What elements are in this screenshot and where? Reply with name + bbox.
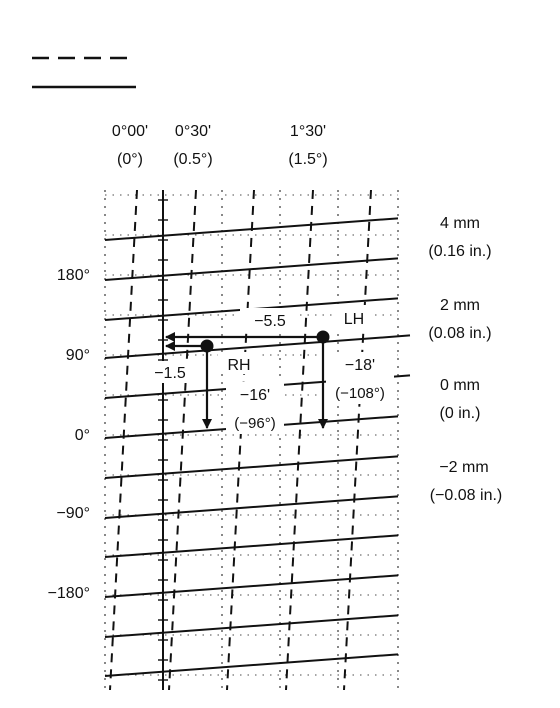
grid-dashed-slant-4 bbox=[343, 189, 372, 691]
lh-drop-min: −18' bbox=[345, 357, 375, 374]
lh-point bbox=[316, 330, 330, 344]
grid-solid-slant-11 bbox=[104, 653, 399, 677]
left-label-90: 90° bbox=[66, 347, 90, 364]
rh-drop-deg: (−96°) bbox=[234, 415, 275, 432]
grid-solid-slant-9 bbox=[104, 574, 399, 598]
right-label-4mm-in: (0.16 in.) bbox=[428, 243, 491, 260]
chart-grid bbox=[104, 189, 411, 691]
top-labels: 0°00' (0°) 0°30' (0.5°) 1°30' (1.5°) bbox=[112, 123, 328, 168]
grid-dashed-slant-3 bbox=[285, 189, 314, 691]
top-label-15-secondary: (1.5°) bbox=[288, 151, 327, 168]
grid-dashed-slant-1 bbox=[168, 189, 197, 691]
rh-point bbox=[200, 339, 214, 353]
grid-solid-slant-7 bbox=[104, 495, 399, 519]
top-label-0-secondary: (0°) bbox=[117, 151, 143, 168]
legend bbox=[32, 56, 136, 89]
top-label-05-secondary: (0.5°) bbox=[173, 151, 212, 168]
lh-drop-deg: (−108°) bbox=[335, 385, 385, 402]
grid-solid-slant-1 bbox=[104, 257, 399, 281]
right-label-m2mm-in: (−0.08 in.) bbox=[430, 487, 502, 504]
right-label-4mm: 4 mm bbox=[440, 215, 480, 232]
right-label-m2mm: −2 mm bbox=[439, 459, 488, 476]
top-label-0-primary: 0°00' bbox=[112, 123, 148, 140]
rh-drop-min: −16' bbox=[240, 387, 270, 404]
small-arrow-value: −1.5 bbox=[154, 365, 186, 382]
rh-label: RH bbox=[227, 357, 250, 374]
right-labels: 4 mm (0.16 in.) 2 mm (0.08 in.) 0 mm (0 … bbox=[428, 215, 502, 504]
left-label-180: 180° bbox=[57, 267, 90, 284]
left-label-m180: −180° bbox=[48, 585, 90, 602]
right-label-0mm-in: (0 in.) bbox=[440, 405, 481, 422]
top-label-15-primary: 1°30' bbox=[290, 123, 326, 140]
lh-label: LH bbox=[344, 311, 364, 328]
annotations: −5.5 LH RH −1.5 −16' (−96°) −18' (−108°) bbox=[146, 305, 394, 434]
right-label-0mm: 0 mm bbox=[440, 377, 480, 394]
grid-solid-slant-6 bbox=[104, 455, 399, 479]
top-label-05-primary: 0°30' bbox=[175, 123, 211, 140]
right-label-2mm: 2 mm bbox=[440, 297, 480, 314]
left-label-0: 0° bbox=[75, 427, 90, 444]
grid-dashed-slant-2 bbox=[226, 189, 255, 691]
grid-solid-slant-3 bbox=[104, 334, 411, 359]
right-label-2mm-in: (0.08 in.) bbox=[428, 325, 491, 342]
left-label-m90: −90° bbox=[56, 505, 90, 522]
left-labels: 180° 90° 0° −90° −180° bbox=[48, 267, 90, 602]
h-arrow-value: −5.5 bbox=[254, 313, 286, 330]
grid-dashed-slant-0 bbox=[109, 189, 138, 691]
grid-solid-slant-8 bbox=[104, 534, 399, 558]
grid-solid-slant-10 bbox=[104, 614, 399, 638]
